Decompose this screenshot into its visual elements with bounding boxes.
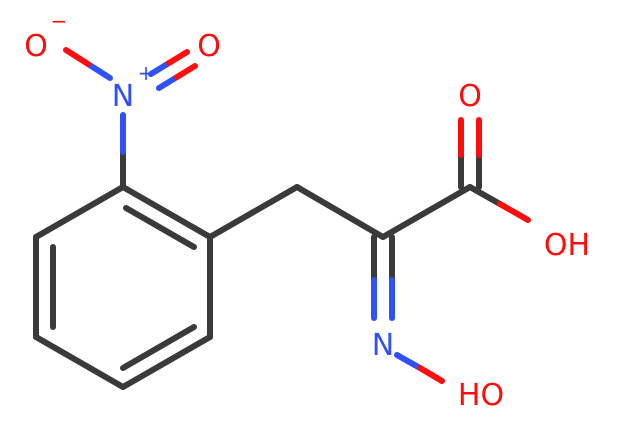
n-o-bond-n	[394, 352, 423, 371]
c-oh-bond-o	[497, 201, 531, 223]
nitro-n-to-o-right-bond-o-a	[166, 49, 190, 66]
oxime-n-label: N	[372, 328, 394, 363]
side-chain	[207, 117, 531, 384]
nitro-o-right-label: O	[197, 29, 221, 64]
ring-bond-3-inner	[120, 324, 197, 371]
c-oh-bond-c	[467, 184, 503, 207]
nitro-o-left-label: O	[24, 29, 48, 64]
ring-to-ch2-bond	[207, 184, 300, 240]
n-o-bond-o	[417, 365, 445, 384]
benzene-ring	[33, 184, 213, 390]
nitro-n-to-o-right-bond-o-b	[174, 63, 198, 80]
nitro-o-left-charge: −	[51, 9, 68, 33]
ring-bond-3	[120, 334, 213, 390]
nitro-n-to-o-right-bond-n-a	[148, 60, 172, 77]
ring-bond-4	[33, 334, 126, 390]
atom-labels: N + O − O O OH N HO	[24, 9, 590, 413]
nitro-n-to-o-left-bond-o	[63, 47, 91, 67]
nitro-n-label: N	[112, 79, 134, 114]
oxime-oh-label: HO	[458, 378, 504, 413]
acid-o-double-label: O	[458, 79, 482, 114]
nitro-group	[63, 47, 198, 190]
ring-bond-1	[120, 184, 213, 240]
c2-to-c1-bond	[380, 184, 473, 240]
acid-oh-label: OH	[544, 228, 590, 263]
nitro-n-to-o-left-bond-n	[85, 61, 113, 81]
nitro-n-charge: +	[138, 61, 155, 85]
ring-bond-1-inner	[123, 205, 197, 250]
ring-bond-6	[33, 184, 126, 240]
nitro-n-to-o-right-bond-n-b	[156, 74, 180, 91]
ch2-to-c2-bond	[294, 184, 386, 240]
